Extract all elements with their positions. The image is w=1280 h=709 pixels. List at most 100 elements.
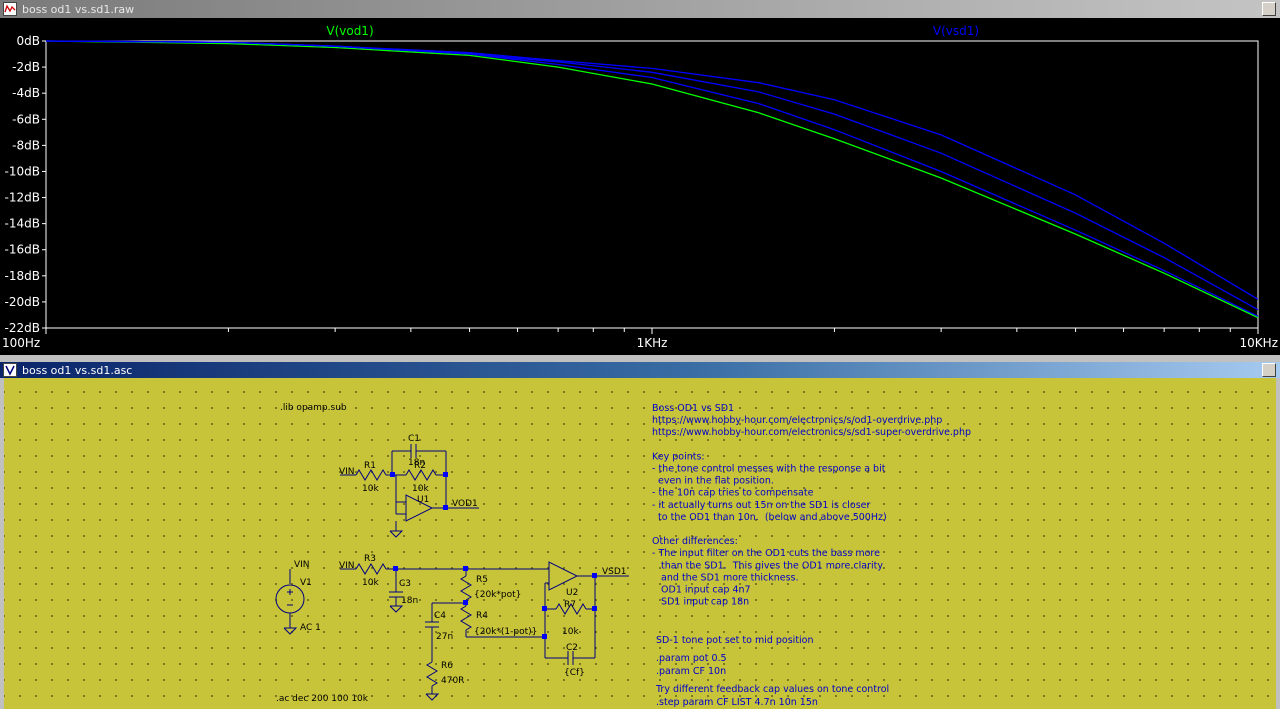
r4-name: R4 (476, 611, 488, 621)
param-note-line: .param CF 10n (656, 666, 726, 677)
y-tick-label: -2dB (12, 60, 40, 74)
trace-line-3[interactable] (45, 40, 1259, 300)
trace-line-1[interactable] (45, 40, 1259, 317)
v1-value: AC 1 (300, 623, 321, 633)
r1-value: 10k (362, 484, 379, 494)
r2-value: 10k (412, 484, 429, 494)
resistor-r2-symbol[interactable] (405, 469, 437, 481)
trace-line-0[interactable] (45, 40, 1259, 319)
vsd1-label: VSD1 (602, 567, 627, 577)
c4-name: C4 (434, 611, 446, 621)
note-line: SD1 input cap 18n (652, 597, 749, 608)
resistor-r5-symbol[interactable] (460, 575, 472, 601)
note-line: Other differences: (652, 536, 738, 547)
y-tick-label: -10dB (5, 164, 40, 178)
note-line: - The input filter on the OD1 cuts the b… (652, 548, 880, 559)
ac-directive[interactable]: .ac dec 200 100 10k (276, 694, 369, 704)
note-line: OD1 input cap 4n7 (652, 585, 751, 596)
waveform-window[interactable]: boss od1 vs.sd1.raw 0dB -2dB -4dB -6dB -8dB -… (0, 0, 1280, 358)
lib-directive[interactable]: .lib opamp.sub (280, 403, 347, 413)
y-tick-label: -22dB (5, 321, 40, 335)
schematic-window[interactable]: boss od1 vs.sd1.asc (0, 362, 1280, 709)
r3-value: 10k (362, 578, 379, 588)
waveform-titlebar[interactable]: boss od1 vs.sd1.raw (0, 0, 1280, 18)
opamp-u2-symbol[interactable] (548, 561, 579, 591)
ground-symbol[interactable] (283, 627, 298, 635)
note-line: than the SD1. This gives the OD1 more cl… (652, 560, 883, 571)
r5-name: R5 (476, 575, 488, 585)
resistor-r3-symbol[interactable] (355, 563, 387, 575)
waveform-window-icon (3, 2, 17, 16)
note-line: https://www.hobby-hour.com/electronics/s… (652, 415, 942, 426)
trace-line-2[interactable] (45, 40, 1259, 311)
schematic-drawing[interactable]: .lib opamp.sub .ac dec 200 100 10k C1 18… (4, 378, 1276, 709)
schematic-window-control-button[interactable] (1262, 363, 1276, 377)
y-tick-label: -16dB (5, 243, 40, 257)
note-line: - the tone control messes with the respo… (652, 464, 886, 475)
r3-name: R3 (364, 554, 376, 564)
y-tick-label: -14dB (5, 217, 40, 231)
note-line: https://www.hobby-hour.com/electronics/s… (652, 427, 971, 438)
r6-value: 470R (441, 676, 464, 686)
vin-label-v1: VIN (294, 560, 310, 570)
x-tick-label: 1KHz (637, 336, 668, 350)
y-tick-label: 0dB (17, 34, 40, 48)
y-tick-label: -12dB (5, 191, 40, 205)
trace-label-vsd1[interactable]: V(vsd1) (933, 24, 979, 38)
ground-symbol[interactable] (389, 605, 404, 613)
param-note-line: SD-1 tone pot set to mid position (656, 635, 814, 646)
c2-value: {Cf} (564, 668, 585, 678)
y-tick-label: -8dB (12, 138, 40, 152)
r2-name: R2 (414, 461, 426, 471)
trace-label-vod1[interactable]: V(vod1) (326, 24, 373, 38)
vin-label-2: VIN (339, 561, 355, 571)
note-line: and the SD1 more thickness. (652, 572, 799, 583)
y-tick-label: -4dB (12, 86, 40, 100)
ground-symbol[interactable] (389, 530, 404, 538)
voltage-source-polarity (287, 589, 293, 606)
c3-name: C3 (399, 579, 411, 589)
r1-name: R1 (364, 461, 376, 471)
param-note-line: Try different feedback cap values on ton… (655, 684, 889, 695)
param-note-line: .step param CF LIST 4.7n 10n 15n (656, 697, 818, 708)
comment-notes[interactable]: Boss OD1 vs SD1https://www.hobby-hour.co… (652, 403, 971, 608)
y-tick-label: -20dB (5, 295, 40, 309)
note-line: to the OD1 than 10n. (below and above 50… (652, 512, 887, 523)
r4-value: {20k*(1-pot)} (474, 627, 537, 637)
vin-label-1: VIN (339, 467, 355, 477)
waveform-plot[interactable]: 0dB -2dB -4dB -6dB -8dB -10dB -12dB -14dB -16dB -… (0, 18, 1280, 352)
waveform-window-title: boss od1 vs.sd1.raw (22, 2, 135, 16)
c1-value: 18n (408, 458, 425, 468)
c4-value: 27n (436, 632, 453, 642)
note-line: - it actually turns out 15n on the SD1 i… (652, 500, 870, 511)
r5-value: {20k*pot} (474, 590, 521, 600)
y-tick-label: -18dB (5, 269, 40, 283)
y-tick-label: -6dB (12, 112, 40, 126)
schematic-titlebar[interactable]: boss od1 vs.sd1.asc (0, 362, 1280, 378)
c3-value: 18n (401, 596, 418, 606)
param-notes[interactable]: SD-1 tone pot set to mid position .param … (655, 635, 889, 708)
vod1-label: VOD1 (452, 499, 478, 509)
r7-value: 10k (562, 627, 579, 637)
opamp-u1-symbol[interactable] (405, 494, 434, 522)
r7-name: R7 (564, 600, 576, 610)
schematic-window-icon (3, 363, 17, 377)
schematic-canvas[interactable]: .lib opamp.sub .ac dec 200 100 10k C1 18… (4, 378, 1276, 709)
schematic-window-title: boss od1 vs.sd1.asc (22, 363, 133, 377)
c2-name: C2 (566, 643, 578, 653)
resistor-r1-symbol[interactable] (355, 469, 387, 481)
param-note-line: .param pot 0.5 (656, 653, 727, 664)
c1-name: C1 (408, 434, 420, 444)
note-line: - the 10n cap tries to compensate (652, 488, 814, 499)
v1-name: V1 (300, 578, 312, 588)
resistor-r6-symbol[interactable] (426, 661, 438, 687)
junction-dots (390, 472, 597, 639)
note-line: even in the flat position. (652, 476, 774, 487)
x-tick-label: 100Hz (2, 336, 40, 350)
note-line: Key points: (652, 451, 705, 462)
note-line: Boss OD1 vs SD1 (652, 403, 734, 414)
resistor-r7-symbol[interactable] (555, 603, 587, 615)
resistor-r4-symbol[interactable] (460, 605, 472, 631)
ground-symbol[interactable] (425, 693, 440, 701)
waveform-window-control-button[interactable] (1262, 2, 1276, 16)
